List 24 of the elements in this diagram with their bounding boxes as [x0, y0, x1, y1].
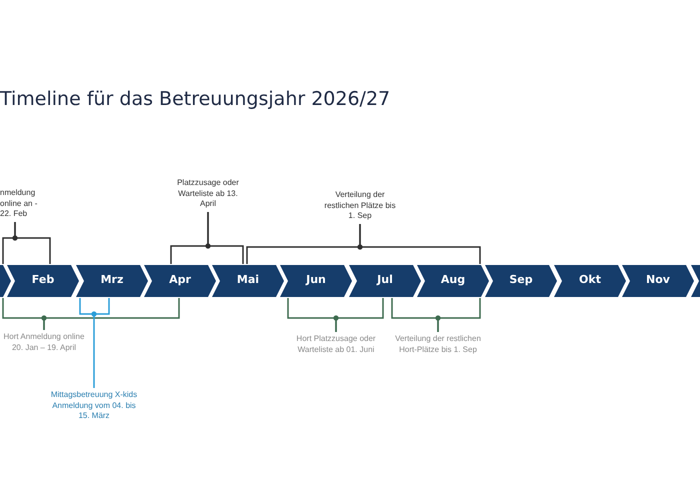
milestone-note: Verteilung der restlichen Plätze bis 1. Sep — [320, 190, 400, 222]
bracket-leader-line — [43, 298, 180, 330]
month-segment: Aug — [417, 265, 489, 297]
bracket-leader-line — [335, 298, 384, 332]
month-segment — [691, 265, 700, 297]
month-segment: Apr — [144, 265, 216, 297]
milestone-note: Mittagsbetreuung X-kids Anmeldung vom 04. bis 15. März — [49, 390, 139, 422]
bracket-leader-line — [79, 297, 110, 389]
milestone-note: Verteilung der restlichen Hort-Plätze bis 1. Sep — [388, 334, 488, 355]
month-segment: Jul — [349, 265, 421, 297]
month-segment: Sep — [485, 265, 557, 297]
milestone-note: nmeldung online an - 22. Feb — [0, 188, 50, 220]
milestone-note: Hort Platzzusage oder Warteliste ab 01. Juni — [296, 334, 376, 355]
month-segment: Mai — [212, 265, 284, 297]
bracket-leader-line — [14, 222, 51, 264]
milestone-note: Platzzusage oder Warteliste ab 13. April — [173, 178, 243, 210]
month-segment: Mrz — [76, 265, 148, 297]
month-segment: Jun — [280, 265, 352, 297]
bracket-leader-line — [437, 298, 481, 332]
bracket-leader-line — [359, 224, 481, 264]
milestone-note: Hort Anmeldung online 20. Jan – 19. April — [0, 332, 88, 353]
bracket-leader-line — [207, 212, 244, 264]
timeline-title: Timeline für das Betreuungsjahr 2026/27 — [0, 88, 390, 110]
month-segment: Okt — [554, 265, 626, 297]
